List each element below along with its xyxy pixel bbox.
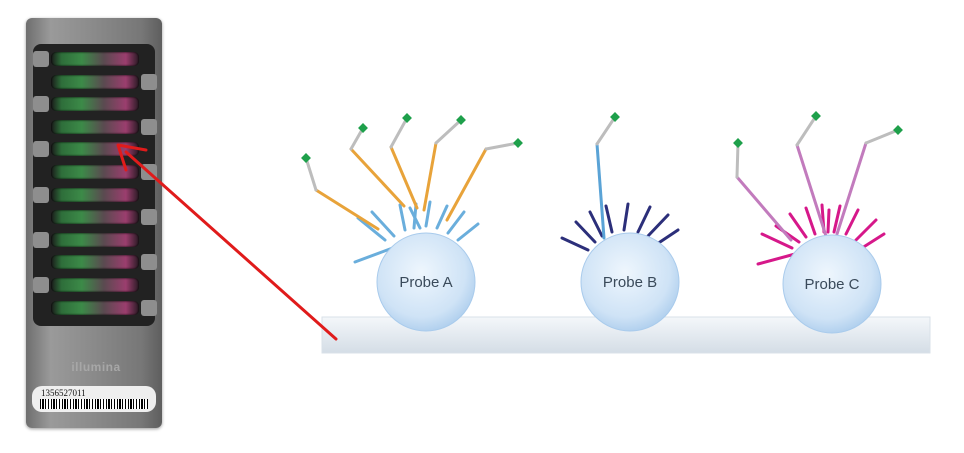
probe-bristle: [826, 208, 831, 234]
probe-bristle: [860, 232, 886, 250]
probe-marker-icon: [513, 138, 523, 148]
probe-bead: [376, 232, 476, 332]
chip-sample-strip: [51, 255, 139, 270]
probe-bristle: [756, 252, 797, 266]
probe-strand: [835, 141, 868, 236]
chip-strip-tab: [141, 118, 157, 135]
probe-linker: [349, 126, 365, 151]
probe-bristle: [446, 210, 466, 235]
probe-bristle: [435, 204, 449, 230]
probe-bristle: [636, 205, 652, 234]
probe-bristle: [456, 222, 480, 242]
chip-strip-tab: [33, 231, 49, 248]
chip-sample-strip: [51, 165, 139, 179]
chip-strip-tab: [33, 96, 49, 113]
chip-strip-tab: [33, 141, 49, 158]
probe-bristle: [424, 200, 432, 228]
probe-bristle: [408, 206, 422, 230]
probe-linker: [595, 115, 617, 146]
probe-b: Probe B: [560, 112, 680, 332]
chip-sample-strip: [51, 232, 139, 247]
probe-strand: [389, 145, 419, 210]
probe-strand: [595, 142, 606, 240]
probe-linker: [389, 116, 409, 149]
probe-marker-icon: [733, 138, 743, 148]
probe-bristle: [588, 210, 604, 238]
probe-strand: [735, 175, 793, 242]
probe-bristle: [604, 204, 614, 234]
barcode-icon: [40, 399, 148, 409]
probe-linker: [434, 118, 463, 145]
probe-marker-icon: [811, 111, 821, 121]
probe-linker: [304, 156, 318, 192]
probe-bead: [782, 234, 882, 334]
beadchip: illumina 1356527011: [26, 18, 162, 428]
probe-bristle: [804, 206, 817, 236]
probe-bead: [580, 232, 680, 332]
probe-linker: [795, 114, 818, 147]
arrow-shaft: [124, 150, 338, 341]
chip-sample-strip: [51, 97, 139, 112]
chip-sample-strip: [51, 300, 139, 315]
probe-bristle: [854, 218, 878, 242]
probe-bristle: [356, 216, 387, 242]
red-arrow: [116, 143, 338, 341]
probe-a: Probe A: [301, 113, 523, 332]
probe-label: Probe A: [399, 274, 452, 291]
chip-sample-strip: [51, 119, 139, 134]
probe-strand: [314, 188, 380, 231]
probe-strand: [445, 147, 488, 222]
chip-strip-tab: [33, 186, 49, 203]
probe-label: Probe B: [603, 274, 657, 291]
arrow-head-icon: [116, 143, 148, 172]
chip-sample-strip: [51, 278, 139, 292]
barcode-label: 1356527011: [32, 386, 156, 412]
probe-strand: [795, 143, 828, 238]
probe-bristle: [560, 236, 590, 252]
probe-bristle: [646, 213, 670, 238]
probe-bristle: [398, 203, 407, 232]
probe-linker: [864, 128, 900, 145]
chip-strip-tab: [141, 209, 157, 226]
probe-bristle: [370, 210, 396, 238]
chip-strip-tab: [141, 254, 157, 271]
probe-linker: [735, 141, 740, 179]
chip-brand-logo: illumina: [71, 360, 121, 374]
probe-c: Probe C: [733, 111, 903, 334]
chip-sample-strip: [51, 187, 139, 202]
probe-bristle: [788, 212, 808, 239]
probe-bristle: [844, 208, 860, 236]
barcode-number: 1356527011: [41, 388, 86, 398]
probe-bristle: [622, 202, 630, 232]
probe-marker-icon: [893, 125, 903, 135]
chip-sample-strip: [51, 74, 139, 89]
probe-marker-icon: [610, 112, 620, 122]
probe-strand: [422, 141, 438, 212]
chip-strip-tab: [33, 277, 49, 293]
chip-sample-strip: [51, 52, 139, 66]
probe-strand: [349, 147, 406, 208]
chip-strip-tab: [141, 299, 157, 316]
probe-bristle: [760, 232, 794, 250]
chip-strip-tab: [33, 51, 49, 67]
probe-bristle: [655, 228, 680, 246]
chip-strip-tab: [141, 73, 157, 90]
chip-sample-strip: [51, 210, 139, 225]
probe-linker: [484, 141, 520, 151]
probe-marker-icon: [301, 153, 311, 163]
probe-label: Probe C: [804, 276, 859, 293]
probe-bristle: [832, 204, 842, 234]
chip-sample-window: [33, 44, 157, 326]
probe-bristle: [574, 220, 597, 244]
